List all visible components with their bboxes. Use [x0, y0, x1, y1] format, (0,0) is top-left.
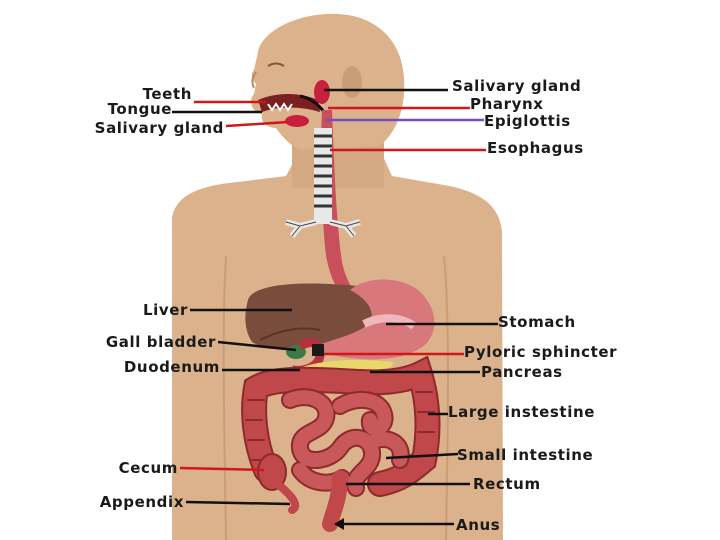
label-tongue: Tongue [108, 100, 172, 118]
label-pyloric-sphincter: Pyloric sphincter [464, 343, 617, 361]
label-anus: Anus [456, 516, 500, 534]
label-liver: Liver [143, 301, 188, 319]
label-pharynx: Pharynx [470, 95, 544, 113]
salivary-gland-lower [285, 115, 309, 127]
label-esophagus: Esophagus [487, 139, 584, 157]
label-stomach: Stomach [498, 313, 576, 331]
label-epiglottis: Epiglottis [484, 112, 571, 130]
label-duodenum: Duodenum [124, 358, 220, 376]
label-pancreas: Pancreas [481, 363, 563, 381]
label-cecum: Cecum [119, 459, 178, 477]
label-salivary-gland-left: Salivary gland [95, 119, 224, 137]
label-appendix: Appendix [100, 493, 184, 511]
label-salivary-gland-right: Salivary gland [452, 77, 581, 95]
salivary-gland-upper [314, 80, 330, 104]
label-large-intestine: Large instestine [448, 403, 595, 421]
pyloric-sphincter-shape [312, 344, 324, 356]
label-small-intestine: Small intestine [457, 446, 593, 464]
label-gall-bladder: Gall bladder [106, 333, 216, 351]
label-rectum: Rectum [473, 475, 541, 493]
